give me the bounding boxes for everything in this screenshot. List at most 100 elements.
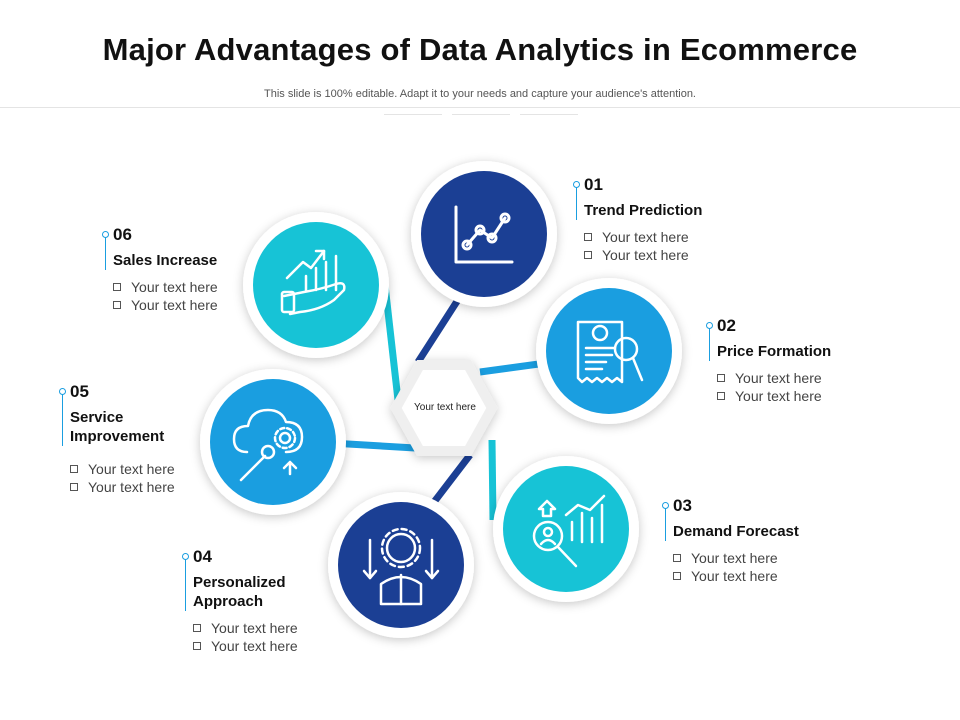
marker-line [62,394,63,446]
bullet-text: Your text here [211,638,298,654]
bullet-item: Your text here [193,637,345,655]
item-number: 02 [717,316,736,335]
bullet-text: Your text here [602,247,689,263]
bullet-square-icon [193,624,201,632]
item-01: 01 Trend Prediction Your text here Your … [573,175,703,264]
bullet-text: Your text here [88,479,175,495]
bullet-text: Your text here [735,388,822,404]
bullet-square-icon [717,374,725,382]
item-04: 04 Personalized Approach Your text here … [182,547,345,655]
item-heading-wrap: Trend Prediction [573,181,703,220]
marker-line [105,237,106,270]
bullet-item: Your text here [717,369,831,387]
divider-tick [384,114,442,115]
divider-tick [452,114,510,115]
marker-dot [59,388,66,395]
bullet-square-icon [113,283,121,291]
marker-dot [573,181,580,188]
item-heading-wrap: Demand Forecast [662,502,799,541]
bullet-text: Your text here [211,620,298,636]
marker-line [576,187,577,220]
item-bullets: Your text here Your text here [717,369,831,405]
bullet-item: Your text here [193,619,345,637]
invoice-magnifier-icon [576,320,644,384]
item-06: 06 Sales Increase Your text here Your te… [102,225,218,314]
bullet-square-icon [673,572,681,580]
circle-fill [210,379,336,505]
bullet-square-icon [717,392,725,400]
bullet-item: Your text here [70,460,202,478]
bullet-text: Your text here [735,370,822,386]
item-number: 03 [673,496,692,515]
bullet-item: Your text here [113,296,218,314]
header-divider [0,107,960,108]
bullet-item: Your text here [673,567,799,585]
item-heading: Sales Increase [113,252,218,269]
item-heading: Service Improvement [70,409,165,445]
bullet-text: Your text here [602,229,689,245]
item-bullets: Your text here Your text here [113,278,218,314]
item-02: 02 Price Formation Your text here Your t… [706,316,832,405]
circle-fill [503,466,629,592]
marker-line [709,328,710,361]
person-gear-icon [362,527,440,606]
forecast-analysis-icon [532,494,606,568]
marker-dot [182,553,189,560]
item-heading: Trend Prediction [584,202,703,219]
circle-fill [338,502,464,628]
bullet-text: Your text here [691,568,778,584]
connector-bar [488,439,497,521]
bullet-item: Your text here [673,549,799,567]
item-heading: Price Formation [717,343,832,360]
marker-line [185,559,186,611]
circle-04 [328,492,474,638]
divider-tick [520,114,578,115]
item-heading-wrap: Service Improvement [59,388,190,446]
item-number: 05 [70,382,89,401]
item-number: 06 [113,225,132,244]
item-number: 04 [193,547,212,566]
marker-line [665,508,666,541]
cloud-wrench-icon [232,408,304,482]
bullet-item: Your text here [584,246,702,264]
item-05: 05 Service Improvement Your text here Yo… [59,382,202,496]
page-title: Major Advantages of Data Analytics in Ec… [102,32,858,67]
marker-dot [102,231,109,238]
item-bullets: Your text here Your text here [193,619,345,655]
item-heading: Demand Forecast [673,523,799,540]
bullet-text: Your text here [131,279,218,295]
bullet-item: Your text here [113,278,218,296]
bullet-square-icon [584,233,592,241]
circle-02 [536,278,682,424]
item-heading: Personalized Approach [193,574,286,610]
item-heading-wrap: Sales Increase [102,231,218,270]
item-bullets: Your text here Your text here [673,549,799,585]
item-03: 03 Demand Forecast Your text here Your t… [662,496,799,585]
circle-fill [546,288,672,414]
bullet-text: Your text here [131,297,218,313]
center-text: Your text here [414,402,476,413]
item-heading-wrap: Personalized Approach [182,553,313,611]
bullet-square-icon [584,251,592,259]
bullet-square-icon [193,642,201,650]
bullet-text: Your text here [691,550,778,566]
bullet-item: Your text here [717,387,831,405]
connector-bar [381,284,402,401]
item-bullets: Your text here Your text here [70,460,202,496]
bullet-square-icon [673,554,681,562]
item-heading-wrap: Price Formation [706,322,832,361]
marker-dot [706,322,713,329]
line-chart-icon [454,205,514,264]
page-subtitle: This slide is 100% editable. Adapt it to… [264,88,696,100]
bullet-square-icon [113,301,121,309]
marker-dot [662,502,669,509]
circle-05 [200,369,346,515]
bullet-text: Your text here [88,461,175,477]
hand-growth-icon [280,249,346,316]
item-number: 01 [584,175,603,194]
bullet-square-icon [70,483,78,491]
bullet-item: Your text here [584,228,702,246]
item-bullets: Your text here Your text here [584,228,702,264]
center-hexagon [390,360,498,456]
